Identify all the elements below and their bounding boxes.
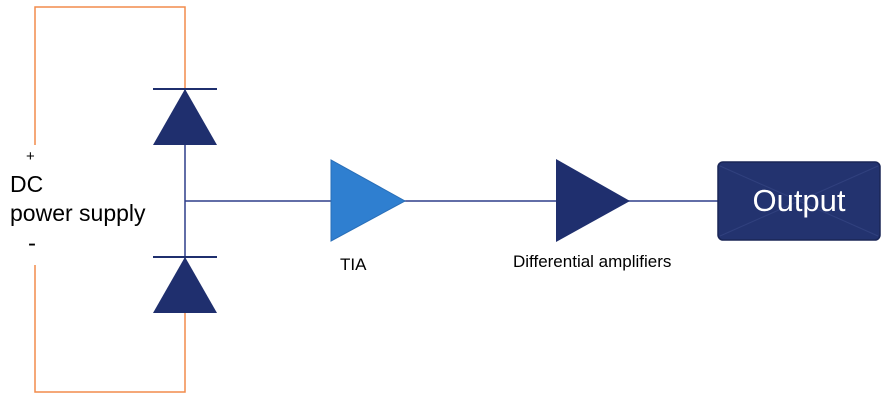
top-diode-icon: [153, 88, 217, 145]
dc-label: DC: [10, 171, 44, 197]
negative-terminal-label: -: [28, 230, 36, 257]
power-supply-wire: [34, 6, 186, 393]
differential-amplifiers-label: Differential amplifiers: [513, 252, 672, 271]
output-label: Output: [752, 183, 846, 218]
positive-terminal-label: +: [26, 148, 35, 165]
tia-amplifier-icon: [330, 159, 407, 242]
bottom-diode-icon: [153, 256, 217, 313]
output-box: [717, 161, 881, 241]
differential-amplifier-icon: [556, 159, 630, 242]
tia-label: TIA: [340, 255, 367, 274]
power-supply-label: power supply: [10, 200, 146, 226]
